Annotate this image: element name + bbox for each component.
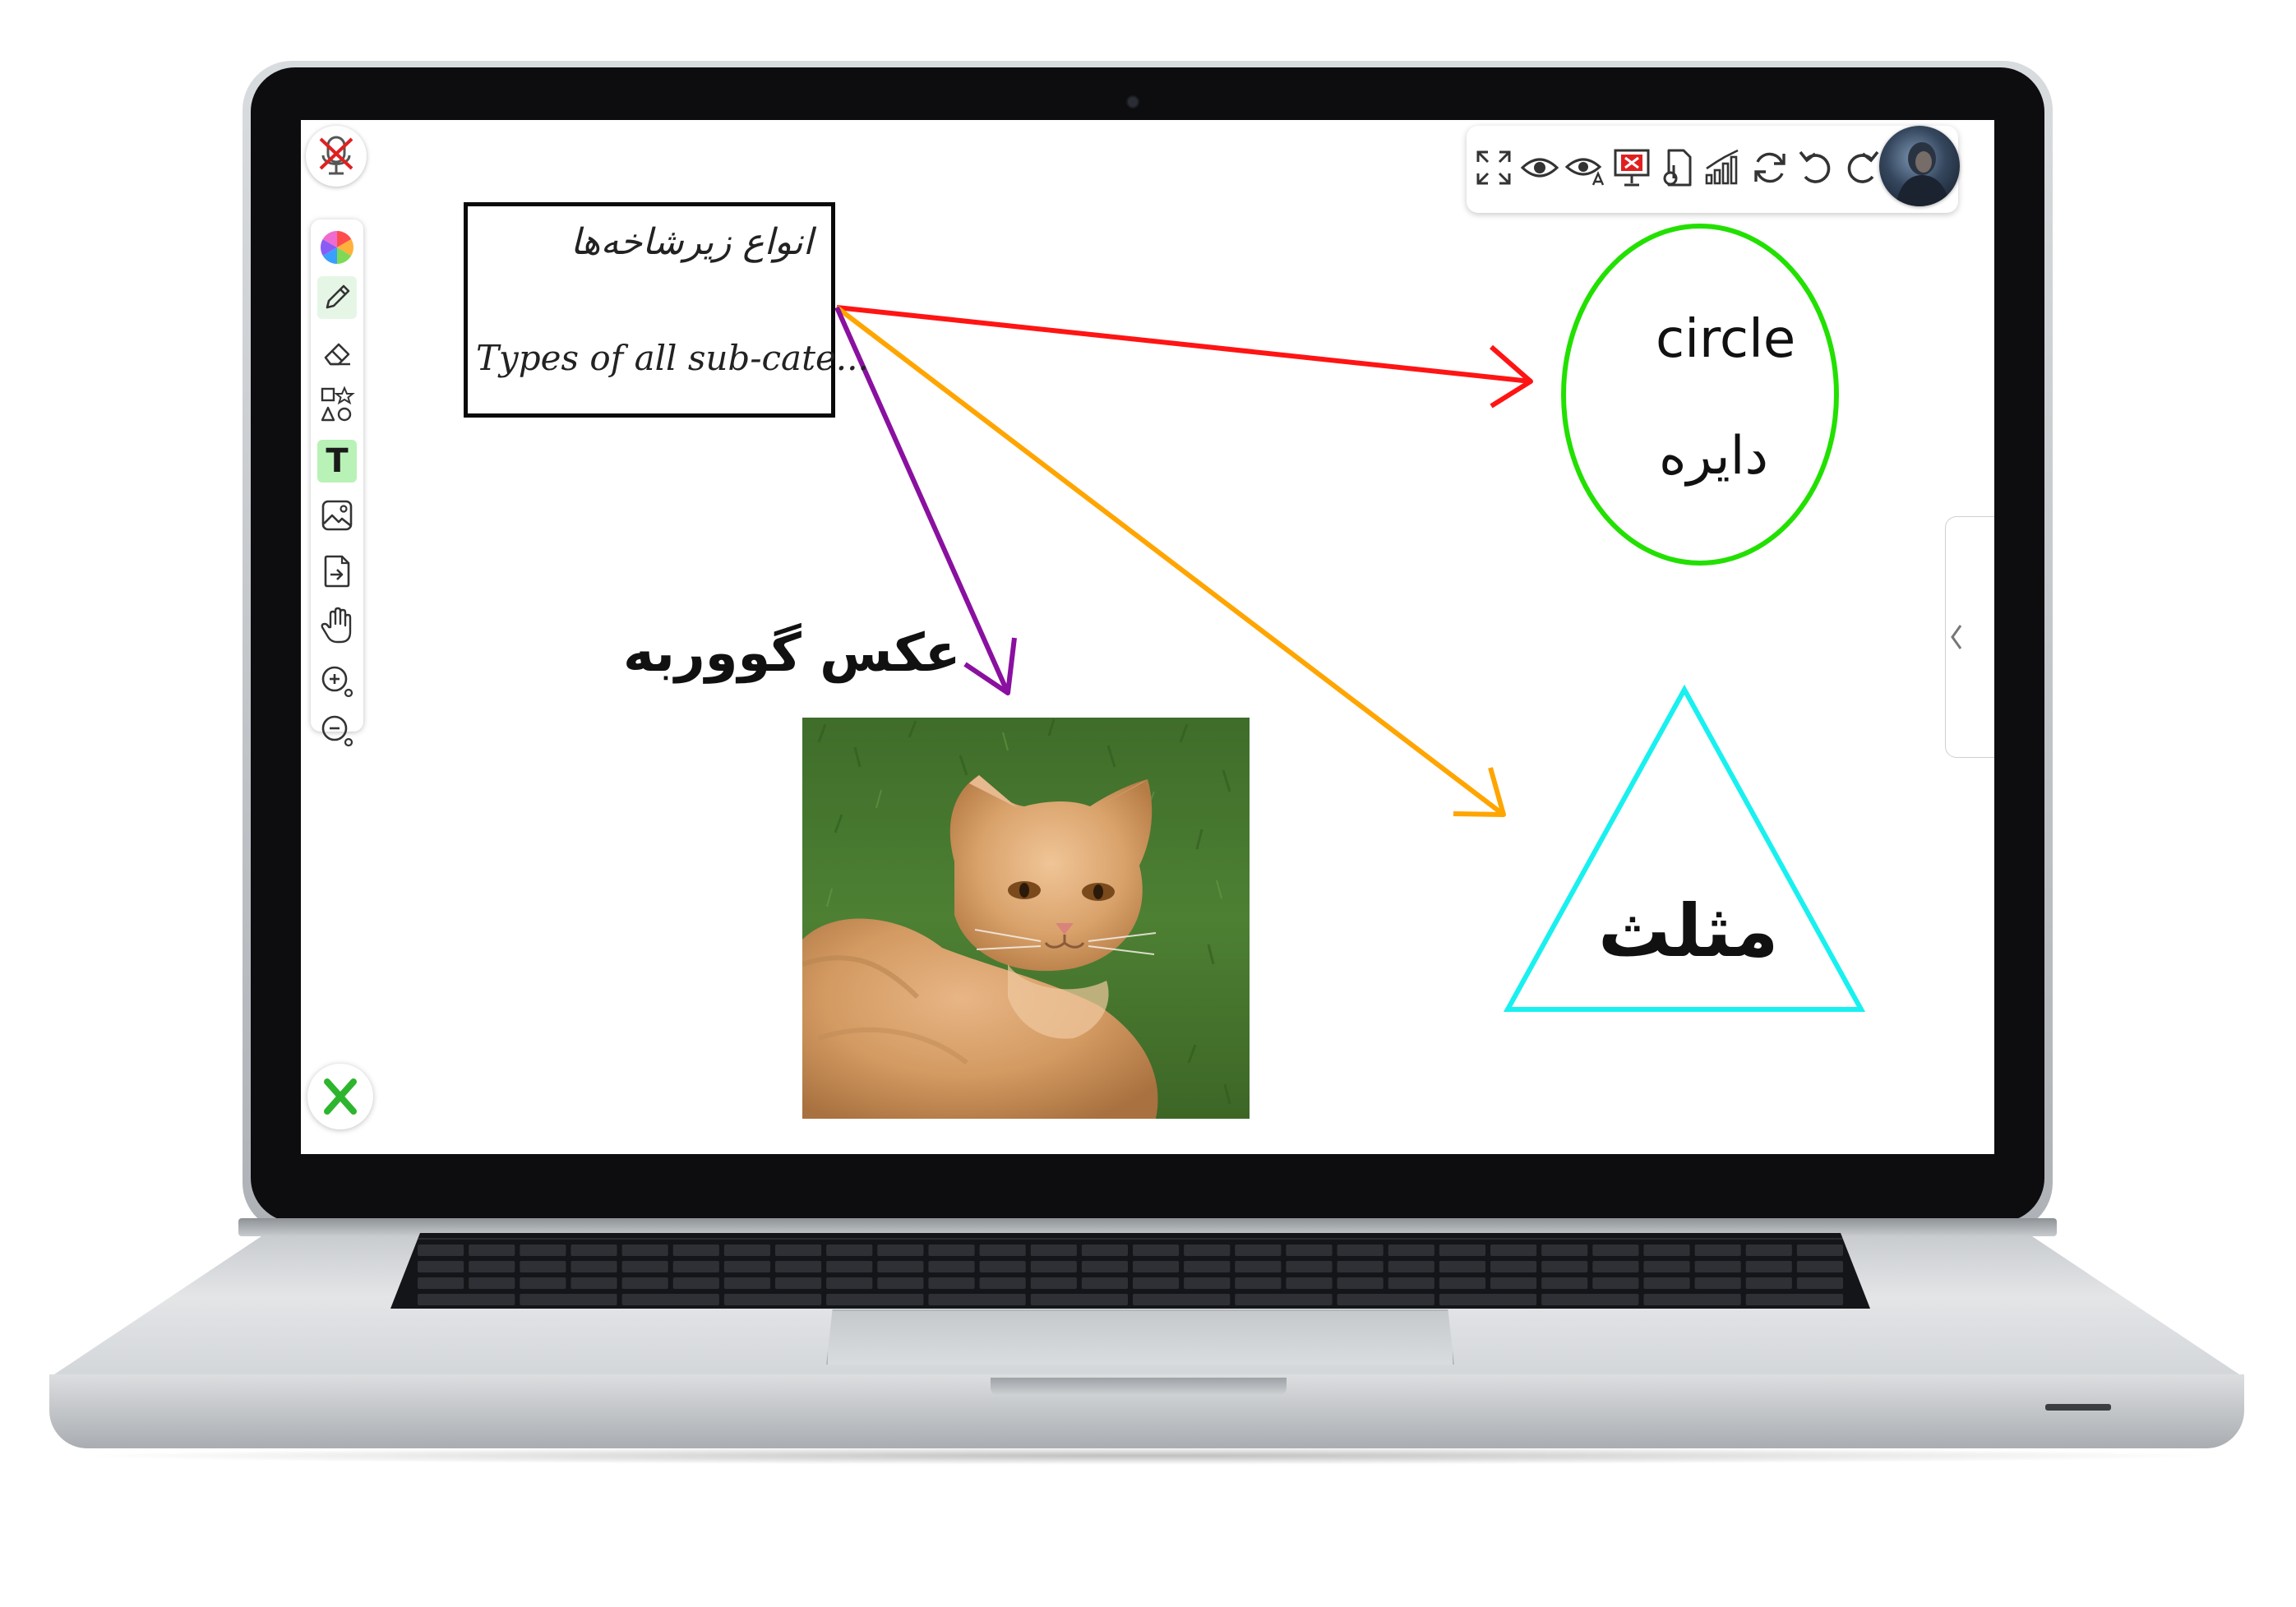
webcam [1126, 95, 1139, 109]
circle-label-english[interactable]: circle [1656, 309, 1796, 370]
image-tool-button[interactable] [317, 494, 357, 537]
triangle-label[interactable]: مثلث [1598, 889, 1779, 973]
pan-tool-button[interactable] [317, 604, 357, 647]
color-palette-button[interactable] [317, 226, 357, 269]
fullscreen-icon[interactable] [1473, 147, 1514, 188]
color-wheel-icon [321, 231, 353, 264]
triangle-shape [1503, 684, 1866, 1012]
hand-icon [321, 607, 352, 644]
note-line-persian: انواع زیرشاخه‌ها [570, 221, 813, 263]
signal-bars-icon[interactable] [1703, 147, 1744, 188]
pencil-icon [326, 284, 350, 309]
circle-label-persian[interactable]: دایره [1659, 426, 1768, 487]
shapes-tool-button[interactable] [317, 384, 357, 427]
eraser-icon [324, 343, 350, 366]
laptop-notch [991, 1378, 1287, 1396]
whiteboard-screen[interactable]: انواع زیرشاخه‌ها Types of all sub-cate..… [301, 120, 1994, 1154]
avatar-image [1896, 142, 1950, 206]
red-arrow-head [1490, 344, 1533, 409]
chevron-left-icon [1951, 625, 1962, 649]
eraser-tool-button[interactable] [317, 331, 357, 374]
board-drawings [834, 224, 1866, 1012]
red-arrow [836, 305, 1531, 384]
pen-tool-button[interactable] [317, 276, 357, 319]
laptop-shadow [74, 1447, 2220, 1465]
top-toolbar [1467, 126, 1958, 213]
zoom-out-icon [321, 715, 353, 747]
eye-text-icon[interactable] [1565, 147, 1606, 188]
user-avatar[interactable] [1879, 126, 1960, 206]
redo-icon[interactable] [1841, 147, 1883, 188]
whiteboard-canvas[interactable]: انواع زیرشاخه‌ها Types of all sub-cate..… [301, 120, 1994, 1154]
cat-body [802, 918, 1158, 1119]
close-x-icon [324, 1078, 357, 1115]
file-import-icon [324, 555, 350, 588]
zoom-in-button[interactable] [317, 660, 357, 703]
status-light [2045, 1404, 2111, 1411]
presentation-close-icon[interactable] [1611, 147, 1652, 188]
drawing-toolbar: T [311, 219, 363, 747]
circle-shape [1561, 224, 1839, 566]
import-file-button[interactable] [317, 550, 357, 593]
note-line-english: Types of all sub-cate... [476, 338, 869, 378]
undo-icon[interactable] [1795, 147, 1836, 188]
side-panel-tab[interactable] [1945, 516, 1994, 758]
text-icon: T [326, 442, 349, 480]
file-audio-icon[interactable] [1657, 147, 1698, 188]
sync-icon[interactable] [1749, 147, 1790, 188]
handwritten-note[interactable]: انواع زیرشاخه‌ها Types of all sub-cate..… [464, 202, 869, 418]
orange-arrow [835, 305, 1505, 817]
zoom-out-button[interactable] [317, 709, 357, 752]
orange-arrow-head [1453, 767, 1506, 817]
cat-image[interactable] [802, 718, 1250, 1119]
mic-toggle-button[interactable] [306, 126, 367, 187]
close-button[interactable] [307, 1064, 373, 1129]
trackpad [826, 1309, 1454, 1365]
cat-head [949, 775, 1153, 972]
shapes-icon [321, 386, 355, 422]
eye-icon[interactable] [1519, 147, 1560, 188]
keyboard [390, 1233, 1870, 1309]
image-icon [321, 500, 353, 531]
microphone-muted-icon [319, 136, 353, 175]
text-tool-button[interactable]: T [317, 440, 357, 483]
laptop-hinge [238, 1218, 2057, 1236]
cat-caption[interactable]: عکس گووربه [623, 623, 961, 684]
purple-arrow-head [963, 637, 1017, 695]
purple-arrow [834, 306, 1010, 695]
zoom-in-icon [321, 666, 353, 698]
